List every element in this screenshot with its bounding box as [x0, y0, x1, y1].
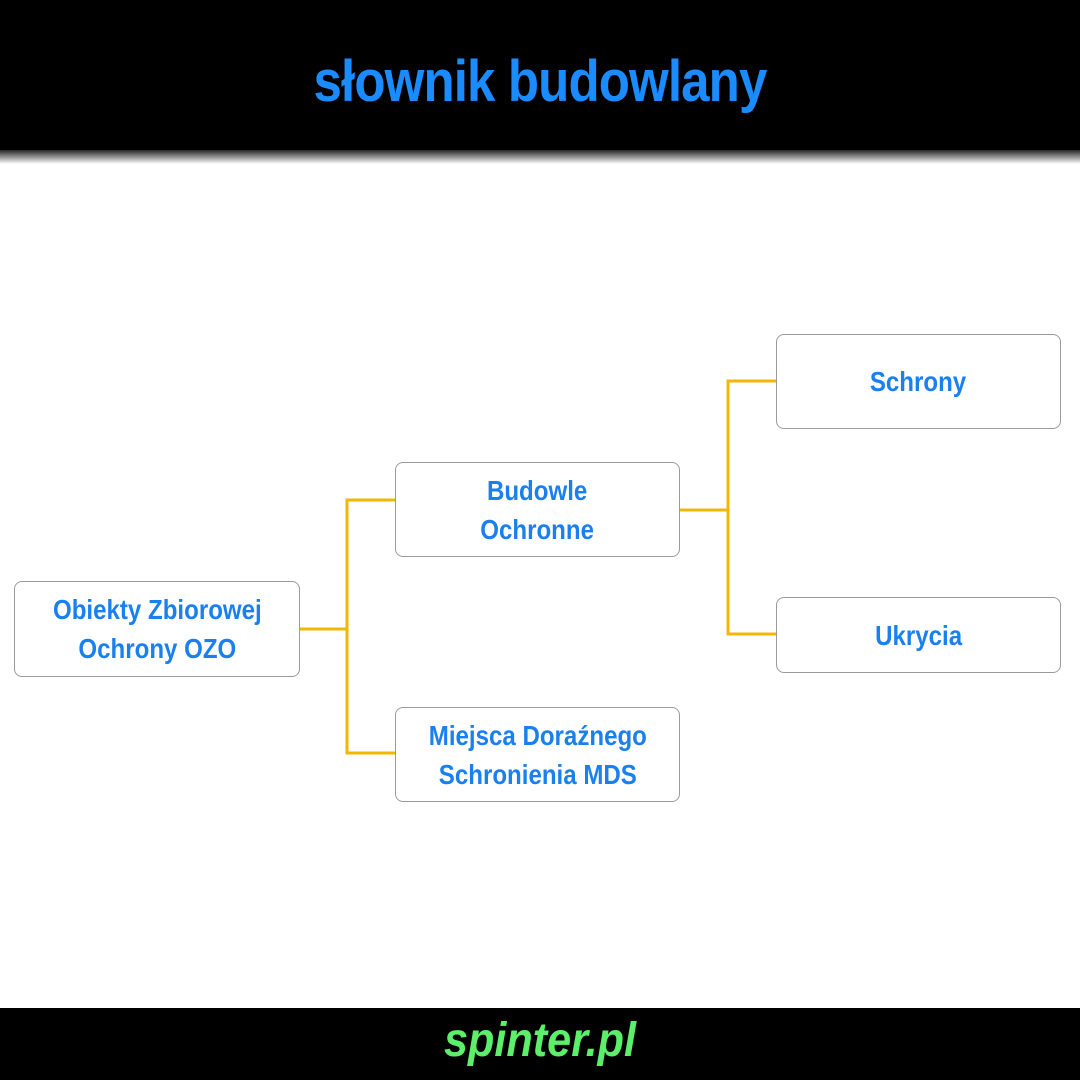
header-shadow	[0, 150, 1080, 164]
node-root-ozo: Obiekty Zbiorowej Ochrony OZO	[14, 581, 300, 677]
node-budowle-ochronne-label: Budowle Ochronne	[480, 474, 595, 545]
node-root-ozo-label: Obiekty Zbiorowej Ochrony OZO	[52, 594, 262, 664]
footer-brand-link[interactable]: spinter.pl	[443, 1014, 637, 1067]
node-schrony-label: Schrony	[870, 366, 967, 397]
header-bar	[0, 0, 1080, 150]
footer-bar	[0, 1008, 1080, 1080]
node-mds-label: Miejsca Doraźnego Schronienia MDS	[428, 719, 647, 790]
connector-root-mds	[345, 629, 395, 755]
node-schrony: Schrony	[776, 334, 1061, 429]
connector-budowle-schrony	[680, 379, 776, 512]
connector-root-budowle	[300, 498, 395, 631]
node-mds: Miejsca Doraźnego Schronienia MDS	[395, 707, 680, 802]
node-budowle-ochronne: Budowle Ochronne	[395, 462, 680, 557]
node-ukrycia: Ukrycia	[776, 597, 1061, 673]
connector-budowle-ukrycia	[726, 510, 776, 636]
node-ukrycia-label: Ukrycia	[874, 619, 963, 651]
page-title: słownik budowlany	[313, 49, 768, 114]
